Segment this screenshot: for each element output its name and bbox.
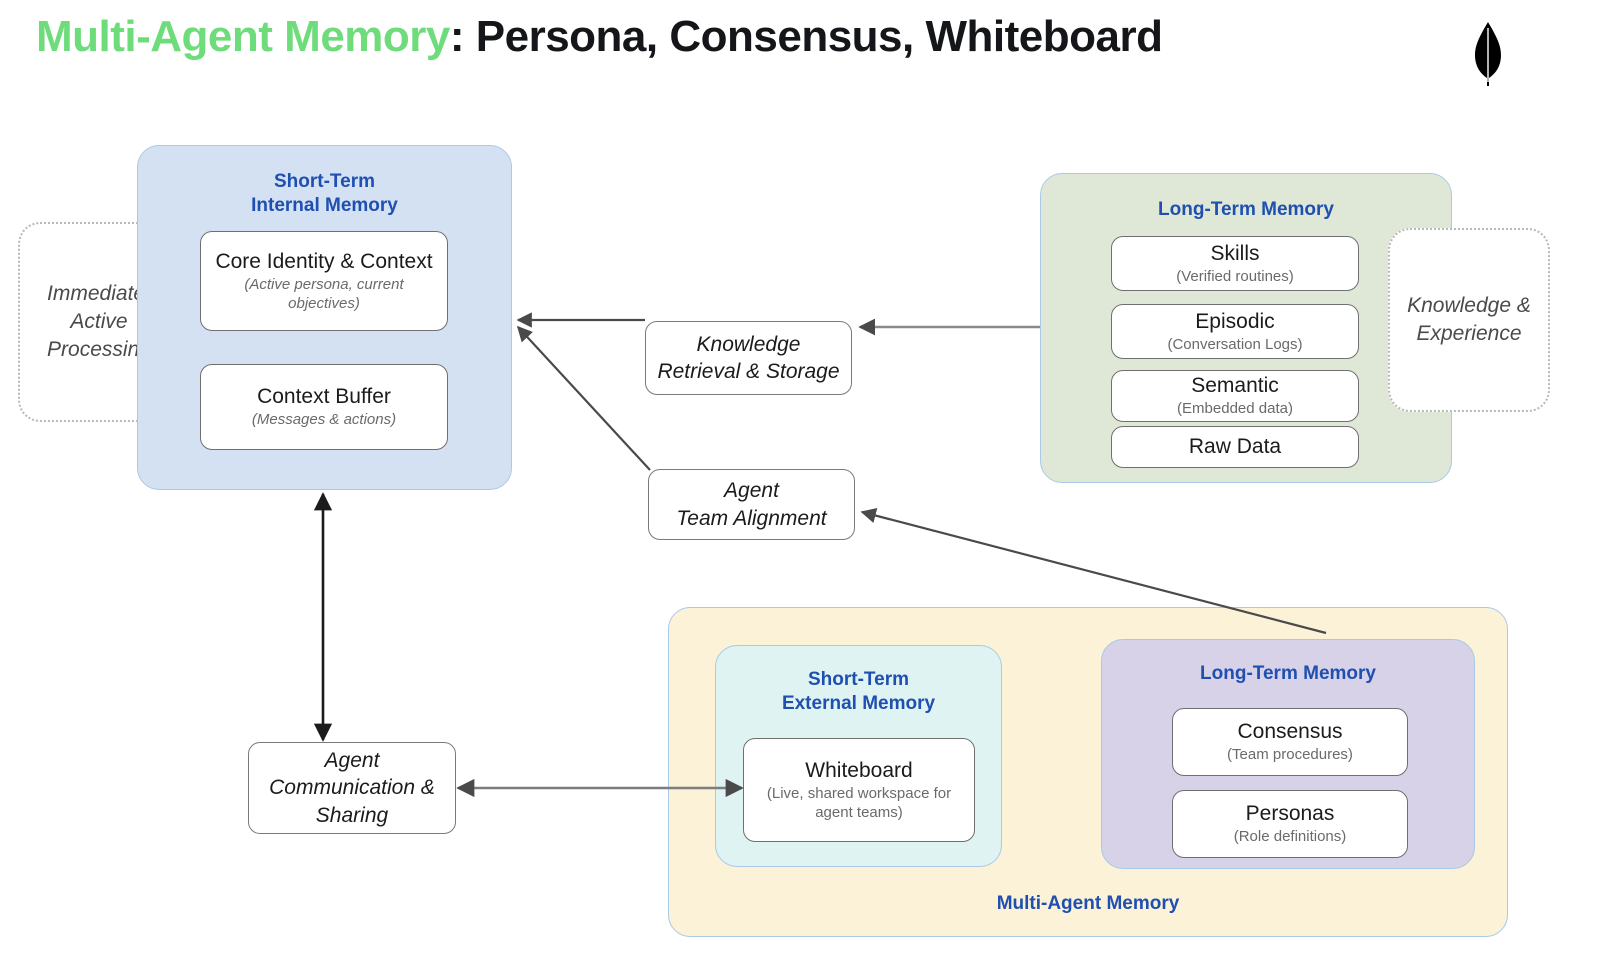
card-core-identity-context: Core Identity & Context (Active persona,… (200, 231, 448, 331)
card-personas: Personas (Role definitions) (1172, 790, 1408, 858)
card-subtitle: (Messages & actions) (251, 411, 397, 429)
group-title-short-term-internal: Short-Term Internal Memory (251, 171, 398, 216)
process-knowledge-retrieval-storage: Knowledge Retrieval & Storage (645, 321, 852, 395)
ghost-knowledge-experience: Knowledge & Experience (1388, 228, 1550, 412)
process-label: Knowledge Retrieval & Storage (657, 332, 840, 383)
card-skills: Skills (Verified routines) (1111, 236, 1359, 291)
group-long-term-memory: Long-Term Memory Skills (Verified routin… (1040, 173, 1452, 483)
card-subtitle: (Verified routines) (1176, 267, 1294, 285)
card-context-buffer: Context Buffer (Messages & actions) (200, 364, 448, 450)
card-subtitle: (Active persona, current objectives) (244, 275, 404, 312)
card-title: Episodic (1195, 309, 1275, 333)
card-title: Consensus (1237, 720, 1343, 744)
card-raw-data: Raw Data (1111, 426, 1359, 468)
arrow-team-alignment-to-internal (516, 325, 651, 471)
card-subtitle: (Conversation Logs) (1167, 335, 1303, 353)
card-title: Whiteboard (805, 758, 913, 782)
group-multi-agent-long-term-memory: Long-Term Memory Consensus (Team procedu… (1101, 639, 1475, 869)
process-agent-team-alignment: Agent Team Alignment (648, 469, 855, 540)
card-title: Core Identity & Context (215, 249, 433, 273)
group-title-multi-agent-long-term: Long-Term Memory (1200, 663, 1376, 684)
card-whiteboard: Whiteboard (Live, shared workspace for a… (743, 738, 975, 842)
group-short-term-internal-memory: Short-Term Internal Memory Core Identity… (137, 145, 512, 490)
group-short-term-external-memory: Short-Term External Memory Whiteboard (L… (715, 645, 1002, 867)
page-title: Multi-Agent Memory: Persona, Consensus, … (36, 12, 1163, 62)
card-semantic: Semantic (Embedded data) (1111, 370, 1359, 422)
process-label: Agent Communication & Sharing (269, 749, 435, 827)
card-episodic: Episodic (Conversation Logs) (1111, 304, 1359, 359)
group-title-multi-agent-memory: Multi-Agent Memory (996, 893, 1180, 915)
card-title: Personas (1245, 802, 1335, 826)
group-title-long-term-memory: Long-Term Memory (1158, 199, 1334, 220)
ghost-right-label: Knowledge & Experience (1407, 294, 1531, 345)
card-title: Raw Data (1188, 435, 1282, 459)
card-subtitle: (Team procedures) (1227, 746, 1353, 764)
card-subtitle: (Embedded data) (1177, 400, 1293, 418)
page-title-accent: Multi-Agent Memory (36, 12, 450, 61)
page-title-rest: : Persona, Consensus, Whiteboard (449, 12, 1163, 61)
card-consensus: Consensus (Team procedures) (1172, 708, 1408, 776)
group-title-short-term-external: Short-Term External Memory (781, 669, 936, 714)
card-title: Skills (1210, 241, 1260, 265)
card-title: Semantic (1191, 374, 1279, 398)
process-label: Agent Team Alignment (676, 479, 827, 530)
process-agent-communication-sharing: Agent Communication & Sharing (248, 742, 456, 834)
card-subtitle: (Live, shared workspace for agent teams) (766, 784, 952, 821)
mongodb-leaf-icon (1475, 22, 1501, 86)
group-multi-agent-memory: Multi-Agent Memory Short-Term External M… (668, 607, 1508, 937)
card-title: Context Buffer (257, 385, 391, 409)
ghost-left-label: Immediate, Active Processing (47, 282, 151, 361)
card-subtitle: (Role definitions) (1233, 828, 1347, 846)
